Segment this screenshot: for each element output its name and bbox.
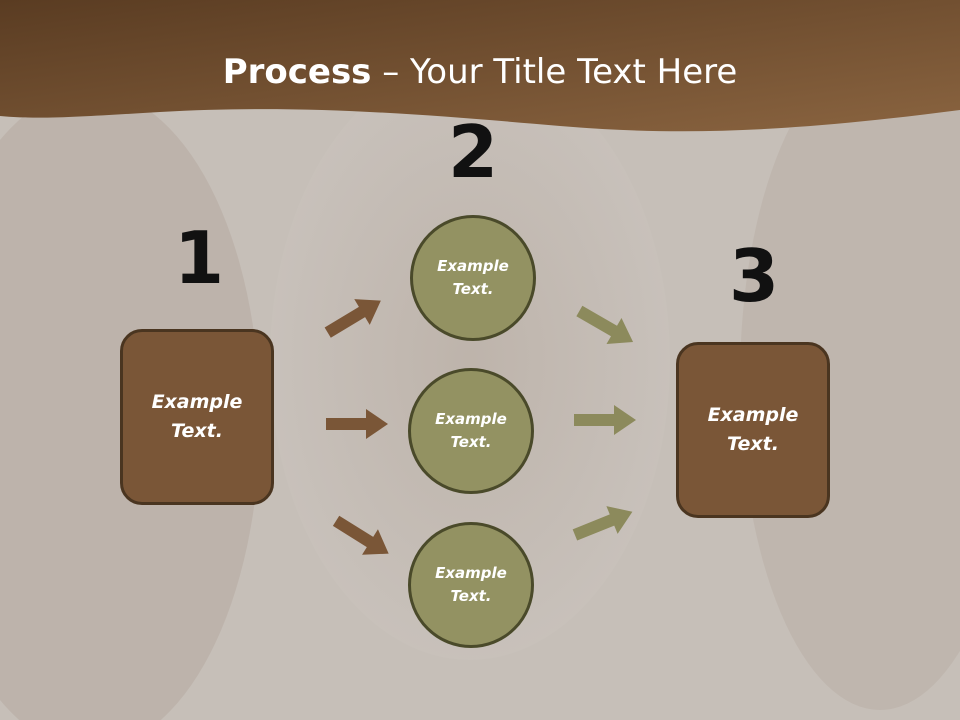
- step-number-3: 3: [728, 234, 780, 318]
- title-bold: Process: [222, 52, 372, 92]
- circle-bottom-label: Example Text.: [435, 564, 507, 605]
- right-arrows: [572, 305, 636, 541]
- photo-texture-right: [740, 50, 960, 710]
- left-box-label: Example Text.: [151, 391, 243, 442]
- left-arrows: [324, 299, 389, 555]
- step-number-1: 1: [173, 216, 225, 300]
- arrow-left-middle: [326, 409, 388, 439]
- arrow-left-up: [324, 299, 381, 338]
- right-box: Example Text.: [676, 342, 830, 518]
- left-box: Example Text.: [120, 329, 274, 505]
- circle-middle: Example Text.: [408, 368, 534, 494]
- arrow-right-down: [576, 305, 634, 344]
- title-rest: – Your Title Text Here: [371, 52, 738, 92]
- circle-middle-label: Example Text.: [435, 410, 507, 451]
- header-wave: [0, 0, 960, 132]
- photo-face-shape: [270, 60, 670, 660]
- step-number-2: 2: [447, 110, 499, 194]
- circle-top: Example Text.: [410, 215, 536, 341]
- circle-bottom: Example Text.: [408, 522, 534, 648]
- right-box-label: Example Text.: [707, 404, 799, 455]
- arrow-right-up: [572, 506, 633, 541]
- arrow-left-down: [332, 515, 389, 555]
- slide-title: Process – Your Title Text Here: [0, 52, 960, 92]
- circle-top-label: Example Text.: [437, 257, 509, 298]
- arrow-right-middle: [574, 405, 636, 435]
